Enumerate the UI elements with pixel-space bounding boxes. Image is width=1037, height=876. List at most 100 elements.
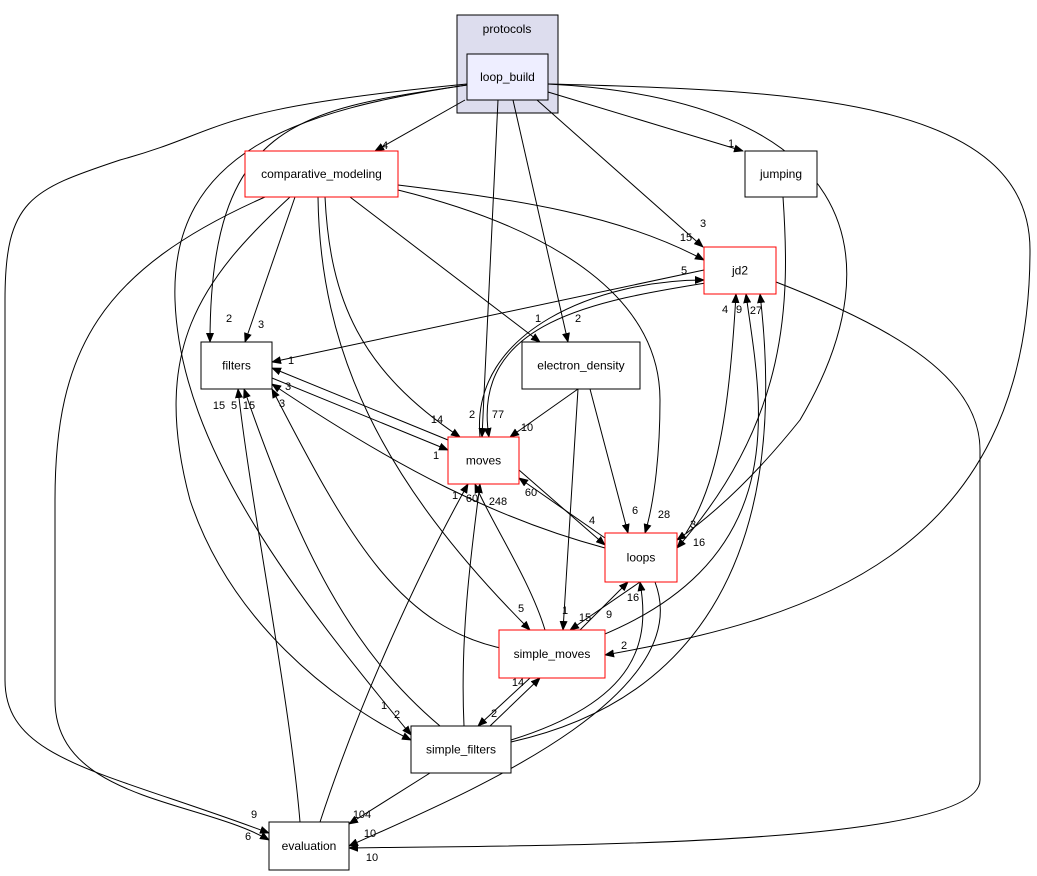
node-jumping[interactable]: jumping — [744, 150, 818, 198]
node-moves[interactable]: moves — [447, 436, 520, 485]
node-label: electron_density — [537, 359, 624, 373]
edge-line — [175, 196, 412, 741]
node-loop-build[interactable]: loop_build — [466, 53, 549, 101]
edge-comparative_modeling-to-moves: 14 — [324, 196, 461, 438]
edge-label: 6 — [245, 831, 251, 843]
node-box[interactable] — [268, 821, 350, 871]
edge-line — [559, 388, 579, 631]
edge-line — [397, 184, 705, 261]
edge-label: 16 — [693, 537, 705, 549]
node-box[interactable] — [604, 532, 678, 583]
nodes: loop_build comparative_modeling jumping jd2… — [200, 53, 818, 871]
edge-jumping-to-loops: 16 — [676, 196, 787, 549]
edge-label: 3 — [700, 218, 706, 230]
edge-label: 2 — [491, 708, 497, 720]
edge-electron_density-to-moves: 10 — [509, 388, 579, 438]
node-label: filters — [222, 359, 251, 373]
edge-label: 2 — [469, 409, 475, 421]
node-comparative-modeling[interactable]: comparative_modeling — [244, 150, 399, 198]
node-box[interactable] — [466, 53, 549, 101]
edge-label: 10 — [521, 422, 533, 434]
node-evaluation[interactable]: evaluation — [268, 821, 350, 871]
edge-label: 27 — [750, 305, 762, 317]
node-label: simple_moves — [514, 647, 591, 661]
edge-moves-to-jd2: 5 — [479, 265, 705, 438]
node-box[interactable] — [410, 725, 512, 774]
edge-simple_moves-to-moves: 248 — [474, 483, 546, 631]
edge-label: 2 — [394, 709, 400, 721]
edge-line — [518, 477, 606, 539]
edge-line — [244, 196, 296, 343]
edge-moves-to-filters: 3 — [271, 367, 449, 441]
edge-line — [206, 84, 468, 343]
edge-label: 3 — [258, 319, 264, 331]
edge-loop_build-to-evaluation: 9 — [4, 83, 468, 834]
edge-label: 1 — [381, 700, 387, 712]
node-filters[interactable]: filters — [200, 341, 273, 390]
edge-simple_moves-to-jd2: 9 — [589, 293, 759, 641]
node-box[interactable] — [498, 629, 606, 679]
edge-simple_filters-to-jd2: 27 — [510, 293, 767, 743]
edge-comparative_modeling-to-simple_moves: 5 — [317, 196, 531, 631]
edge-label: 6 — [632, 505, 638, 517]
edge-line — [271, 388, 511, 651]
edge-label: 3 — [279, 398, 285, 410]
edge-simple_filters-to-evaluation: 104 — [348, 772, 431, 825]
edge-label: 104 — [353, 809, 371, 821]
node-electron-density[interactable]: electron_density — [521, 341, 641, 390]
edge-filters-to-moves: 1 — [271, 377, 449, 462]
node-label: loops — [627, 551, 656, 565]
node-box[interactable] — [703, 246, 777, 295]
edge-line — [474, 483, 546, 631]
edge-line — [271, 367, 449, 441]
node-box[interactable] — [447, 436, 520, 485]
edge-loop_build-to-simple_filters: 1 — [174, 84, 468, 736]
edge-line — [685, 293, 740, 534]
edge-line — [54, 196, 270, 841]
edge-label: 10 — [364, 828, 376, 840]
edge-line — [510, 581, 646, 741]
edge-line — [374, 99, 466, 152]
node-label: jumping — [759, 167, 802, 181]
edge-line — [397, 189, 661, 534]
edge-line — [243, 388, 441, 727]
edge-loops-to-moves: 60 — [518, 477, 606, 539]
edge-line — [271, 269, 705, 365]
edge-line — [676, 196, 787, 549]
edge-label: 4 — [382, 140, 388, 152]
node-box[interactable] — [744, 150, 818, 198]
edge-line — [271, 383, 606, 549]
edge-line — [483, 281, 713, 438]
edge-label: 16 — [627, 592, 639, 604]
edge-comparative_modeling-to-evaluation: 6 — [54, 196, 270, 843]
edge-line — [348, 281, 981, 852]
edge-line — [547, 83, 1031, 658]
edge-label: 5 — [231, 400, 237, 412]
edge-jd2-to-moves: 77 — [483, 281, 713, 438]
node-simple-filters[interactable]: simple_filters — [410, 725, 512, 774]
node-jd2[interactable]: jd2 — [703, 246, 777, 295]
edge-label: 10 — [366, 852, 378, 864]
edge-loop_build-to-filters: 2 — [206, 84, 468, 343]
edge-loop_build-to-jumping: 1 — [547, 91, 744, 153]
edge-label: 1 — [535, 313, 541, 325]
edge-label: 77 — [492, 409, 504, 421]
edge-line — [477, 677, 531, 727]
node-label: comparative_modeling — [261, 167, 382, 181]
edge-line — [174, 84, 468, 736]
edge-electron_density-to-loops: 6 — [589, 388, 638, 534]
edge-label: 9 — [736, 304, 742, 316]
node-simple-moves[interactable]: simple_moves — [498, 629, 606, 679]
edge-label: 2 — [226, 313, 232, 325]
node-box[interactable] — [521, 341, 641, 390]
node-box[interactable] — [244, 150, 399, 198]
edge-line — [512, 99, 570, 343]
edge-simple_moves-to-filters: 5 — [231, 388, 511, 651]
edge-label: 60 — [466, 493, 478, 505]
node-loops[interactable]: loops — [604, 532, 678, 583]
edge-comparative_modeling-to-simple_filters: 2 — [175, 196, 412, 741]
edge-line — [509, 388, 579, 438]
node-box[interactable] — [200, 341, 273, 390]
edge-line — [579, 581, 629, 631]
